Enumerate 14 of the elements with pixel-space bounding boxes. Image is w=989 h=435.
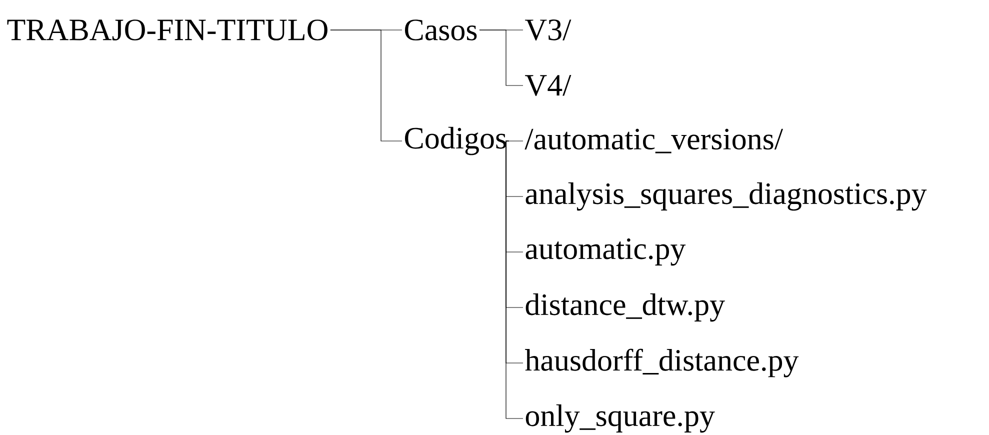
tree-connector xyxy=(330,30,402,142)
folder-label: /automatic_versions/ xyxy=(524,128,783,154)
folder-label: V4/ xyxy=(525,75,572,96)
folder-label: V3/ xyxy=(525,20,572,40)
folder-label: automatic.py xyxy=(526,238,686,266)
folder-label: distance_dtw.py xyxy=(526,293,725,322)
tree-connector xyxy=(506,140,524,419)
tree-connector xyxy=(479,30,524,86)
folder-label: TRABAJO-FIN-TITULO xyxy=(7,20,328,40)
folder-label: Codigos xyxy=(404,126,506,156)
folder-label: analysis_squares_diagnostics.py xyxy=(526,182,927,211)
folder-label: only_square.py xyxy=(526,404,715,433)
folder-label: Casos xyxy=(404,20,477,40)
folder-label: hausdorff_distance.py xyxy=(525,348,799,378)
